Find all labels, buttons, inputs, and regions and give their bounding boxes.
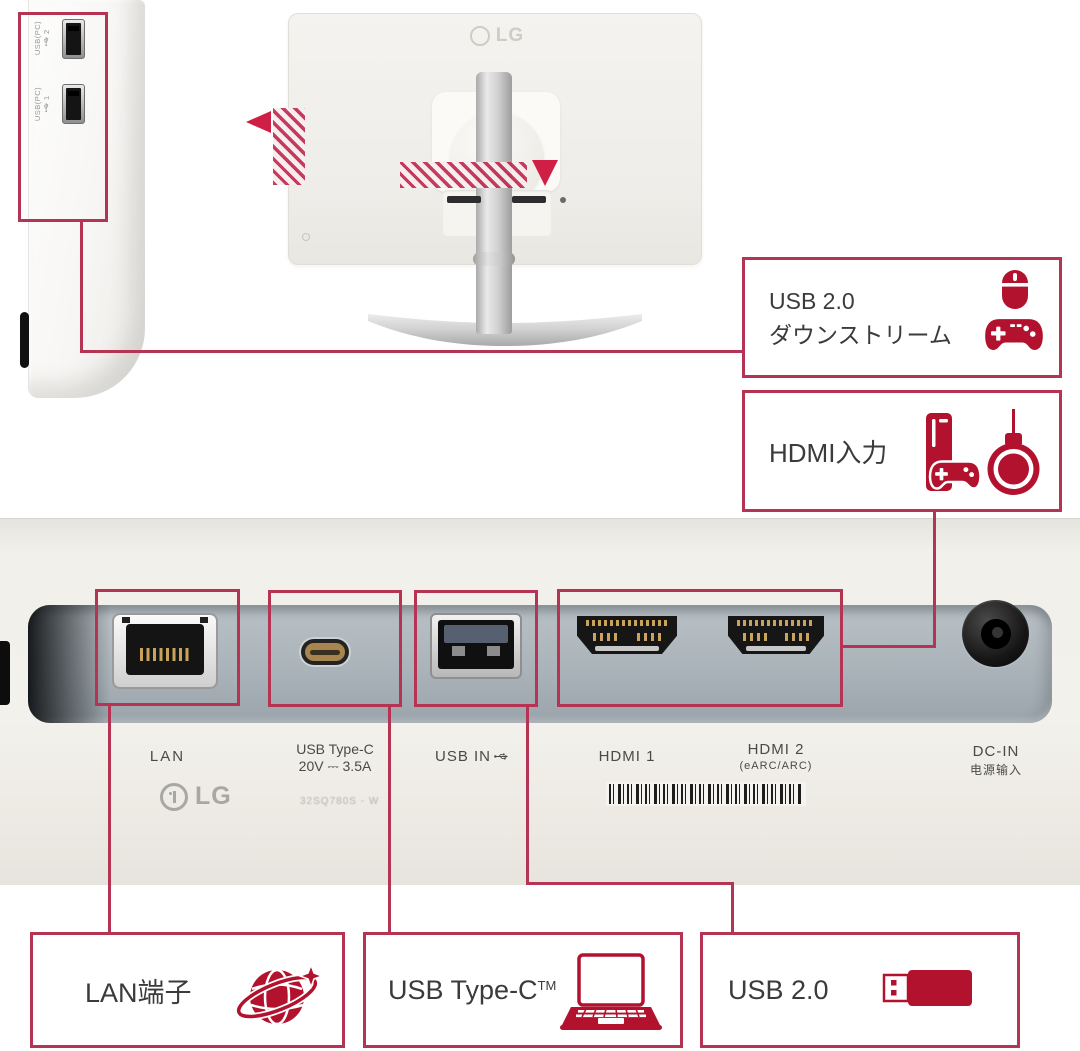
lg-logo-text: LG — [495, 25, 525, 46]
label-hdmi-1: HDMI 1 — [598, 748, 656, 765]
hdmi-lip — [595, 646, 659, 651]
left-arrow-icon — [246, 111, 271, 133]
rear-power-led — [560, 197, 566, 203]
hdmi-pins-top — [737, 620, 815, 626]
lan-pins — [140, 648, 190, 661]
side-ports-location-marker — [273, 108, 305, 185]
bottom-ports-location-marker — [400, 162, 527, 188]
callout-usb-type-c: USB Type-CTM — [363, 932, 683, 1048]
rear-vent-slot — [512, 196, 546, 203]
connector-usb-c — [388, 706, 391, 932]
dc-in-pin — [991, 626, 1003, 638]
usb-c-brass — [305, 643, 345, 661]
usb-c-highlight-box — [268, 590, 402, 707]
network-globe-icon — [235, 962, 325, 1026]
stand-column-joint — [473, 252, 515, 266]
usb-a-contact — [487, 646, 500, 656]
label-dc-in: DC-IN 电源输入 — [969, 743, 1022, 777]
usb-port-tongue — [68, 91, 79, 96]
connector-side-usb-vertical — [80, 222, 83, 352]
lan-highlight-box — [95, 589, 240, 706]
hanging-device-icon — [987, 409, 1040, 495]
rear-vent-slot — [447, 196, 481, 203]
lan-clip — [122, 617, 130, 623]
hdmi-pins-top — [586, 620, 668, 626]
callout-usb-downstream-text: USB 2.0 ダウンストリーム — [769, 287, 952, 348]
usb-a-cavity — [438, 620, 514, 669]
model-number: 32SQ780S - W — [300, 796, 380, 807]
connector-usb-a-vertical — [526, 706, 529, 885]
side-ports-highlight-box — [18, 12, 108, 222]
connector-usb-a-drop — [731, 882, 734, 932]
hdmi-lip — [746, 646, 806, 651]
side-joystick-button — [20, 312, 29, 368]
callout-usb-20-text: USB 2.0 — [728, 974, 829, 1005]
label-usb-in: USB IN — [410, 748, 534, 765]
lg-logo-text: LG — [195, 782, 232, 810]
down-arrow-icon — [532, 160, 558, 186]
callout-hdmi-input: HDMI入力 — [742, 390, 1062, 512]
connector-hdmi-vertical — [933, 512, 936, 648]
callout-hdmi-text: HDMI入力 — [769, 437, 888, 468]
side-usb-port-1 — [62, 84, 85, 124]
callout-usb-20: USB 2.0 — [700, 932, 1020, 1048]
callout-lan-text: LAN端子 — [85, 977, 192, 1008]
connector-hdmi-horizontal — [843, 645, 936, 648]
lan-clip — [200, 617, 208, 623]
usb-port-tongue — [68, 26, 79, 31]
callout-lan: LAN端子 — [30, 932, 345, 1048]
lg-logo-icon — [160, 782, 188, 811]
connector-usb-a-horizontal — [526, 882, 734, 885]
monitor-side-edge-photo — [28, 0, 145, 398]
hdmi-pins — [785, 633, 809, 641]
connector-lan — [108, 705, 111, 932]
usb-a-port — [430, 613, 522, 679]
hdmi-highlight-box — [557, 589, 843, 707]
game-console-icon — [926, 413, 982, 491]
stand-column — [476, 72, 512, 334]
laptop-icon — [560, 953, 662, 1030]
usb-flash-drive-icon — [882, 970, 972, 1006]
usb-port-cavity — [66, 88, 81, 120]
callout-usb-downstream: USB 2.0 ダウンストリーム — [742, 257, 1062, 378]
photo-left-dark-edge — [0, 641, 10, 705]
lg-logo-icon — [469, 26, 490, 46]
hdmi-2-port — [728, 616, 824, 654]
mouse-icon — [1002, 270, 1028, 309]
lan-port — [112, 613, 218, 689]
lan-cavity — [126, 624, 204, 675]
usb-a-highlight-box — [414, 590, 538, 707]
gamepad-icon — [984, 316, 1044, 354]
callout-usb-type-c-text: USB Type-CTM — [388, 974, 557, 1005]
label-usb-type-c: USB Type-C 20V ⎓ 3.5A — [296, 741, 374, 774]
side-usb-port-2 — [62, 19, 85, 59]
barcode-label — [606, 782, 806, 806]
hdmi-pins — [743, 633, 767, 641]
usb-c-slot — [310, 650, 340, 655]
hdmi-pins — [637, 633, 661, 641]
usb-port-cavity — [66, 23, 81, 55]
usb-c-port — [301, 639, 349, 665]
hdmi-1-port — [577, 616, 677, 654]
usb-a-contact — [452, 646, 465, 656]
connector-side-usb-horizontal — [80, 350, 742, 353]
strip-lg-logo: LG — [160, 782, 232, 811]
dc-in-jack — [962, 600, 1029, 667]
rear-lg-logo: LG — [452, 24, 542, 48]
bottom-ports-photo: LAN USB Type-C 20V ⎓ 3.5A USB IN HDMI 1 … — [0, 518, 1080, 885]
label-hdmi-2: HDMI 2 (eARC/ARC) — [739, 741, 813, 772]
hdmi-pins — [593, 633, 617, 641]
label-lan: LAN — [149, 748, 186, 765]
usb-a-tongue — [444, 625, 508, 643]
rear-screw-hole — [302, 233, 310, 241]
